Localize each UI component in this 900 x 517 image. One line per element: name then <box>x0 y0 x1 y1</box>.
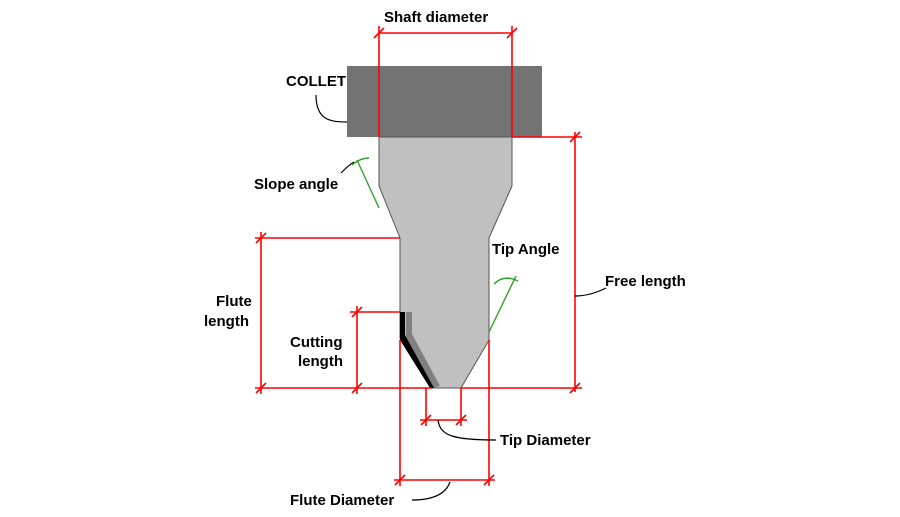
collet-label: COLLET <box>286 73 346 90</box>
slope-angle-leader <box>340 161 355 174</box>
slope-angle-arc <box>351 157 370 166</box>
flute-diameter-label: Flute Diameter <box>290 492 394 509</box>
tip-diameter-leader <box>437 419 497 441</box>
cutting-length-label-line1: Cutting <box>290 334 342 351</box>
flute-length-label-line1: Flute <box>216 293 252 310</box>
leader-lines <box>315 94 607 501</box>
tip-angle-ref-line <box>488 275 517 333</box>
dimension-ticks <box>255 27 581 486</box>
slope-angle-ref-line <box>356 159 380 209</box>
slope-angle-label: Slope angle <box>254 176 338 193</box>
cutting-edge <box>400 312 434 388</box>
shaft-diameter-label: Shaft diameter <box>384 9 488 26</box>
tool-body <box>378 136 513 389</box>
free-length-leader <box>574 287 607 297</box>
flute-length-label-line2: length <box>204 313 249 330</box>
collet-leader <box>315 94 348 123</box>
flute-diameter-leader <box>411 481 451 501</box>
cutting-length-label-line2: length <box>298 353 343 370</box>
tip-angle-arc <box>493 277 519 285</box>
tip-diameter-label: Tip Diameter <box>500 432 591 449</box>
tip-angle-label: Tip Angle <box>492 241 560 258</box>
free-length-label: Free length <box>605 273 686 290</box>
angle-indicators <box>351 157 519 333</box>
